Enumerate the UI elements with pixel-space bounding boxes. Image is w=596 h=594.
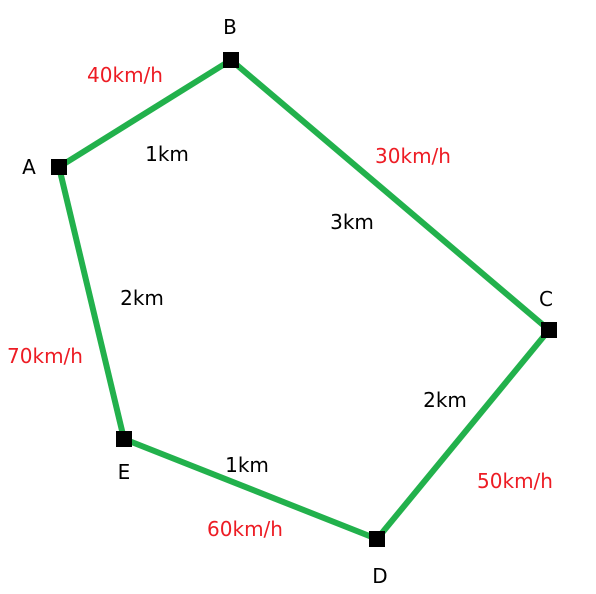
speed-label-e-a: 70km/h xyxy=(7,344,83,368)
edge-b-c xyxy=(229,57,551,333)
node-d-marker xyxy=(369,531,385,547)
edge-d-e xyxy=(122,436,379,542)
distance-label-d-e: 1km xyxy=(225,453,269,477)
speed-label-b-c: 30km/h xyxy=(375,144,451,168)
node-c-marker xyxy=(541,322,557,338)
node-a-marker xyxy=(51,159,67,175)
node-label-e: E xyxy=(118,460,131,484)
distance-label-c-d: 2km xyxy=(423,388,467,412)
distance-label-b-c: 3km xyxy=(330,210,374,234)
speed-label-a-b: 40km/h xyxy=(87,63,163,87)
edge-c-d xyxy=(374,328,552,541)
distance-label-a-b: 1km xyxy=(145,142,189,166)
distance-label-e-a: 2km xyxy=(120,286,164,310)
node-label-d: D xyxy=(372,564,387,588)
node-b-marker xyxy=(223,52,239,68)
node-label-b: B xyxy=(223,15,237,39)
edge-e-a xyxy=(56,166,127,440)
edge-a-b xyxy=(57,57,233,170)
speed-label-d-e: 60km/h xyxy=(207,517,283,541)
node-label-a: A xyxy=(22,155,36,179)
node-e-marker xyxy=(116,431,132,447)
node-label-c: C xyxy=(539,287,553,311)
speed-label-c-d: 50km/h xyxy=(477,469,553,493)
